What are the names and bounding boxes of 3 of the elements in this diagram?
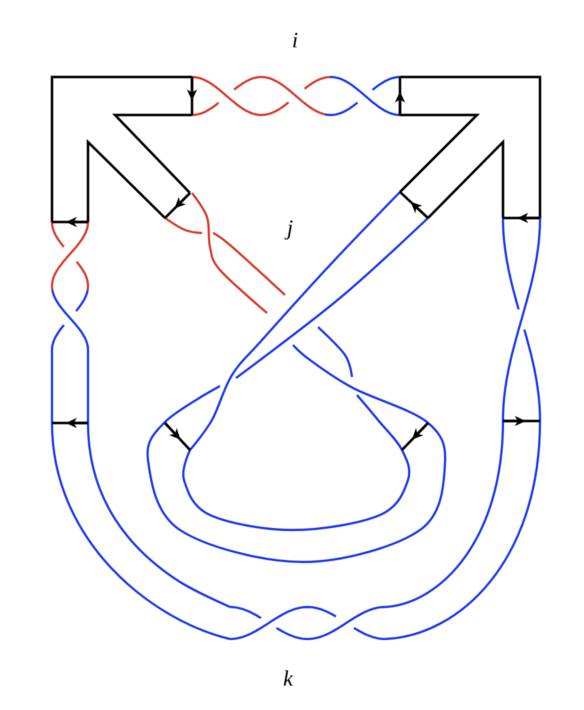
letter-label: i	[293, 32, 298, 48]
letter-label: j	[284, 220, 293, 240]
letter-label: k	[284, 670, 294, 686]
